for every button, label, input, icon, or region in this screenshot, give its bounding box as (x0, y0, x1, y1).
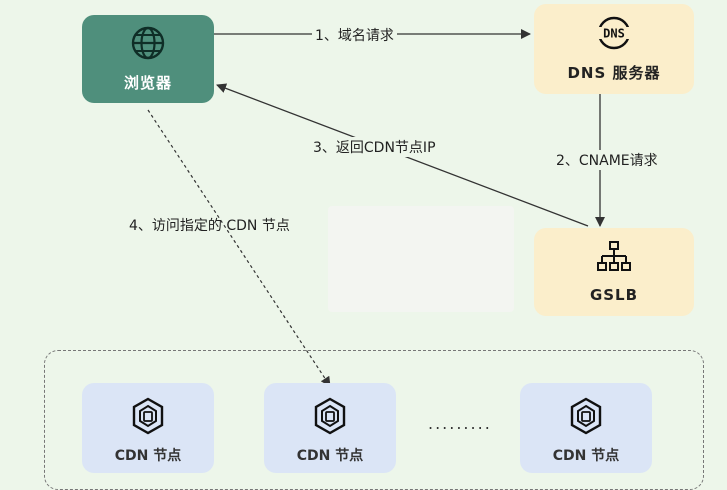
edge-4-arrow (147, 109, 331, 387)
cdn-node-3: CDN 节点 (520, 383, 652, 473)
cdn-hexagon-icon (313, 397, 347, 439)
more-nodes-ellipsis: ......... (428, 414, 492, 433)
dns-icon: DNS (594, 16, 634, 54)
cdn-hexagon-icon (131, 397, 165, 439)
edge-4-label: 4、访问指定的 CDN 节点 (129, 218, 290, 234)
blurred-region (328, 206, 514, 312)
cdn-node-2: CDN 节点 (264, 383, 396, 473)
cdn-node-label: CDN 节点 (552, 448, 620, 464)
browser-label: 浏览器 (123, 73, 172, 92)
cdn-node-label: CDN 节点 (296, 448, 364, 464)
gslb-label: GSLB (589, 286, 639, 304)
network-tree-icon (597, 240, 631, 278)
svg-text:DNS: DNS (603, 26, 625, 40)
gslb-node: GSLB (534, 228, 694, 316)
globe-icon (131, 26, 165, 64)
dns-server-label: DNS 服务器 (567, 63, 661, 82)
browser-node: 浏览器 (82, 15, 214, 103)
edge-2-label: 2、CNAME请求 (553, 150, 661, 170)
dns-server-node: DNS DNS 服务器 (534, 4, 694, 94)
cdn-hexagon-icon (569, 397, 603, 439)
edge-1-label: 1、域名请求 (312, 25, 397, 45)
cdn-node-1: CDN 节点 (82, 383, 214, 473)
cdn-node-label: CDN 节点 (114, 448, 182, 464)
edge-3-label: 3、返回CDN节点IP (310, 137, 439, 157)
